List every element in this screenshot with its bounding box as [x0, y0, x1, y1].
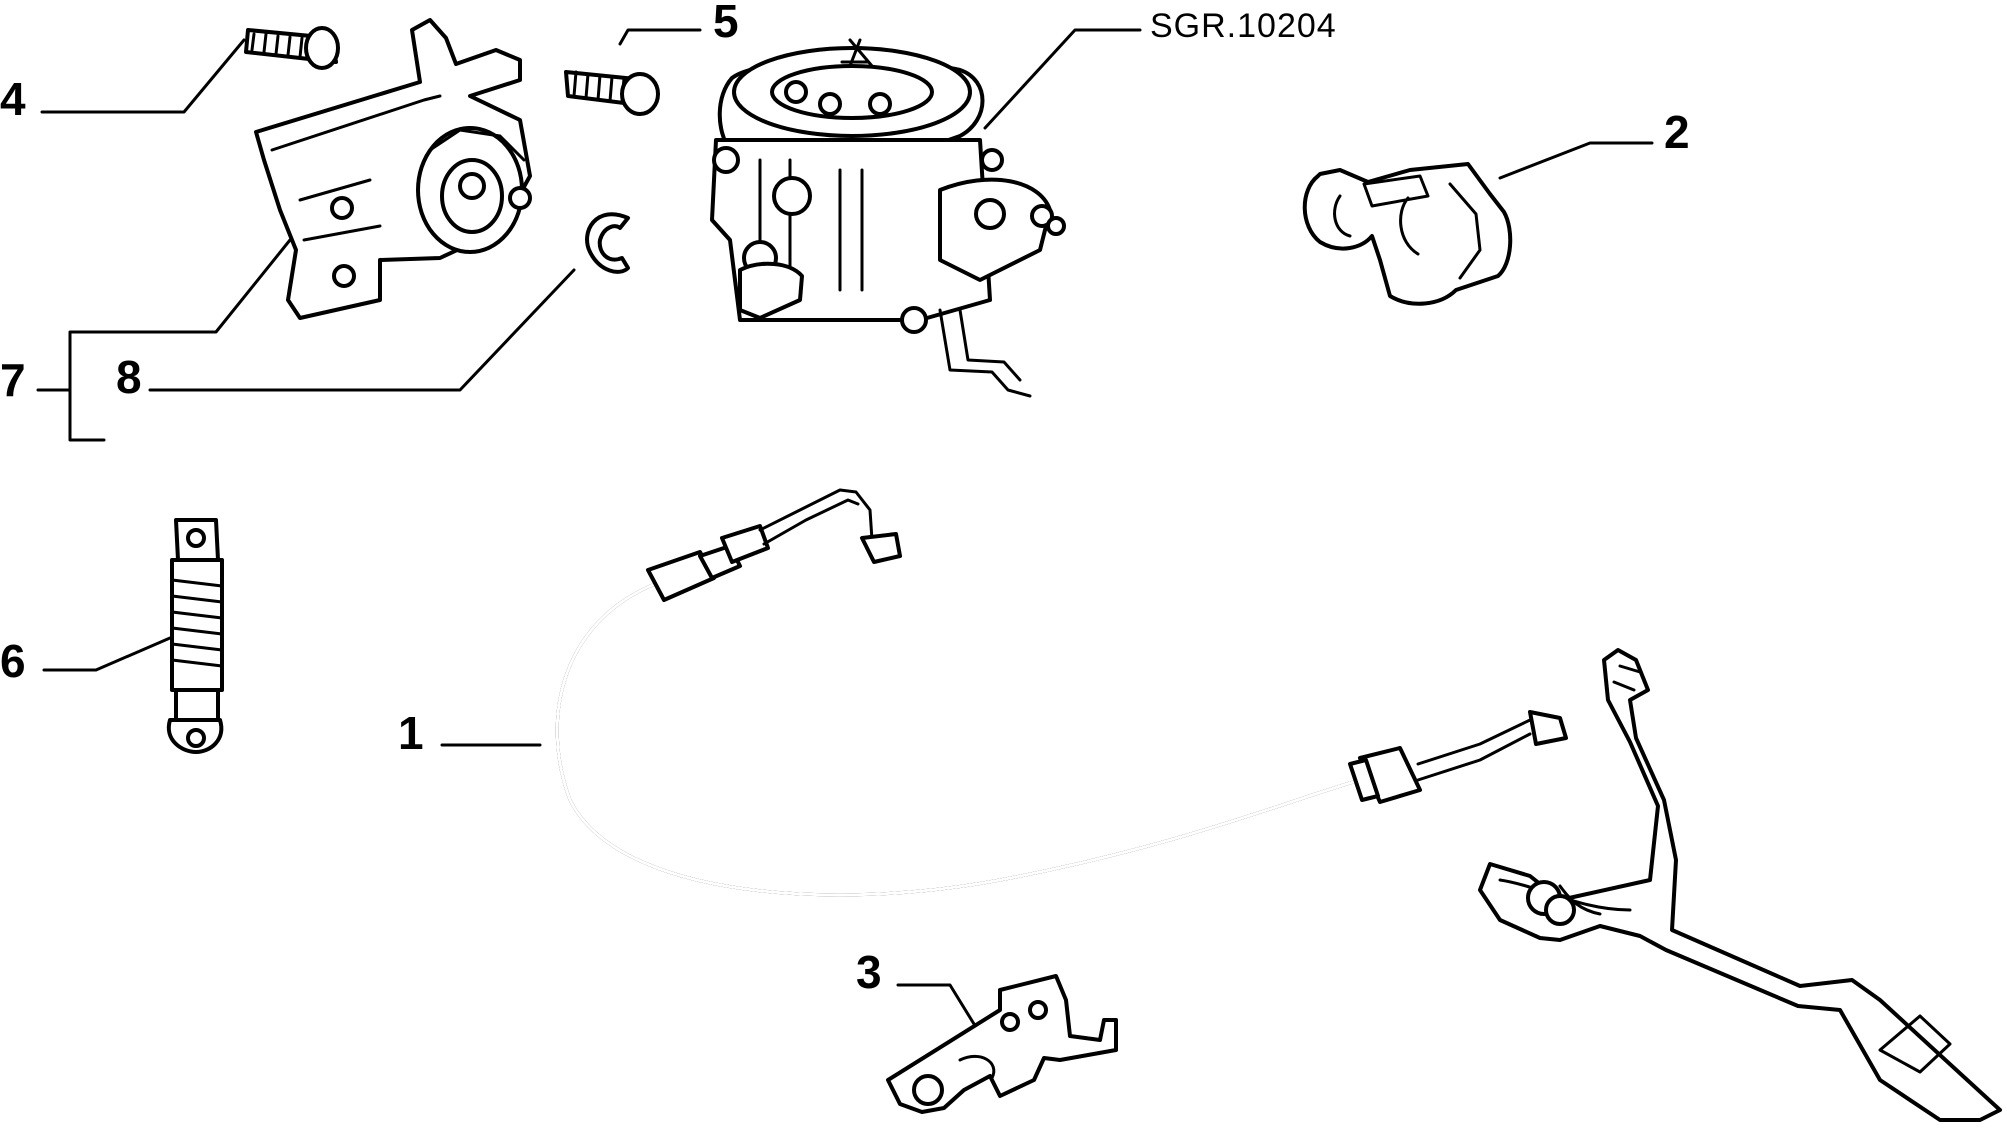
accelerator-pedal: [1478, 648, 2002, 1122]
callout-label-1: 1: [398, 707, 424, 759]
bolt-part-5: [564, 70, 660, 116]
callout-label-4: 4: [0, 73, 26, 125]
clip-part-2: [1302, 162, 1513, 306]
leader-bracket-7: [68, 330, 108, 442]
callout-label-8: 8: [116, 351, 142, 403]
callout-label-6: 6: [0, 635, 26, 687]
leader-line-7a: [104, 238, 292, 334]
callout-label-5: 5: [713, 0, 739, 47]
callout-label-7: 7: [0, 354, 26, 406]
bracket-assembly-part-7: [254, 18, 532, 320]
circlip-part-8: [585, 212, 630, 274]
bolt-part-4: [244, 26, 340, 70]
accelerator-cable-part-1: [555, 488, 1568, 897]
bracket-part-3: [886, 974, 1118, 1114]
callout-label-3: 3: [856, 946, 882, 998]
carburettor-assembly: [710, 38, 1066, 398]
leader-line-6: [42, 636, 172, 672]
spring-rod-part-6: [166, 518, 224, 754]
callout-label-2: 2: [1664, 106, 1690, 158]
leader-line-4: [40, 38, 246, 114]
leader-line-5: [618, 28, 702, 46]
leader-line-8: [148, 268, 576, 392]
leader-line-2: [1498, 141, 1654, 180]
leader-line-sgr: [983, 28, 1142, 130]
leader-lines: [36, 28, 1654, 1052]
reference-code: SGR.10204: [1150, 7, 1337, 45]
